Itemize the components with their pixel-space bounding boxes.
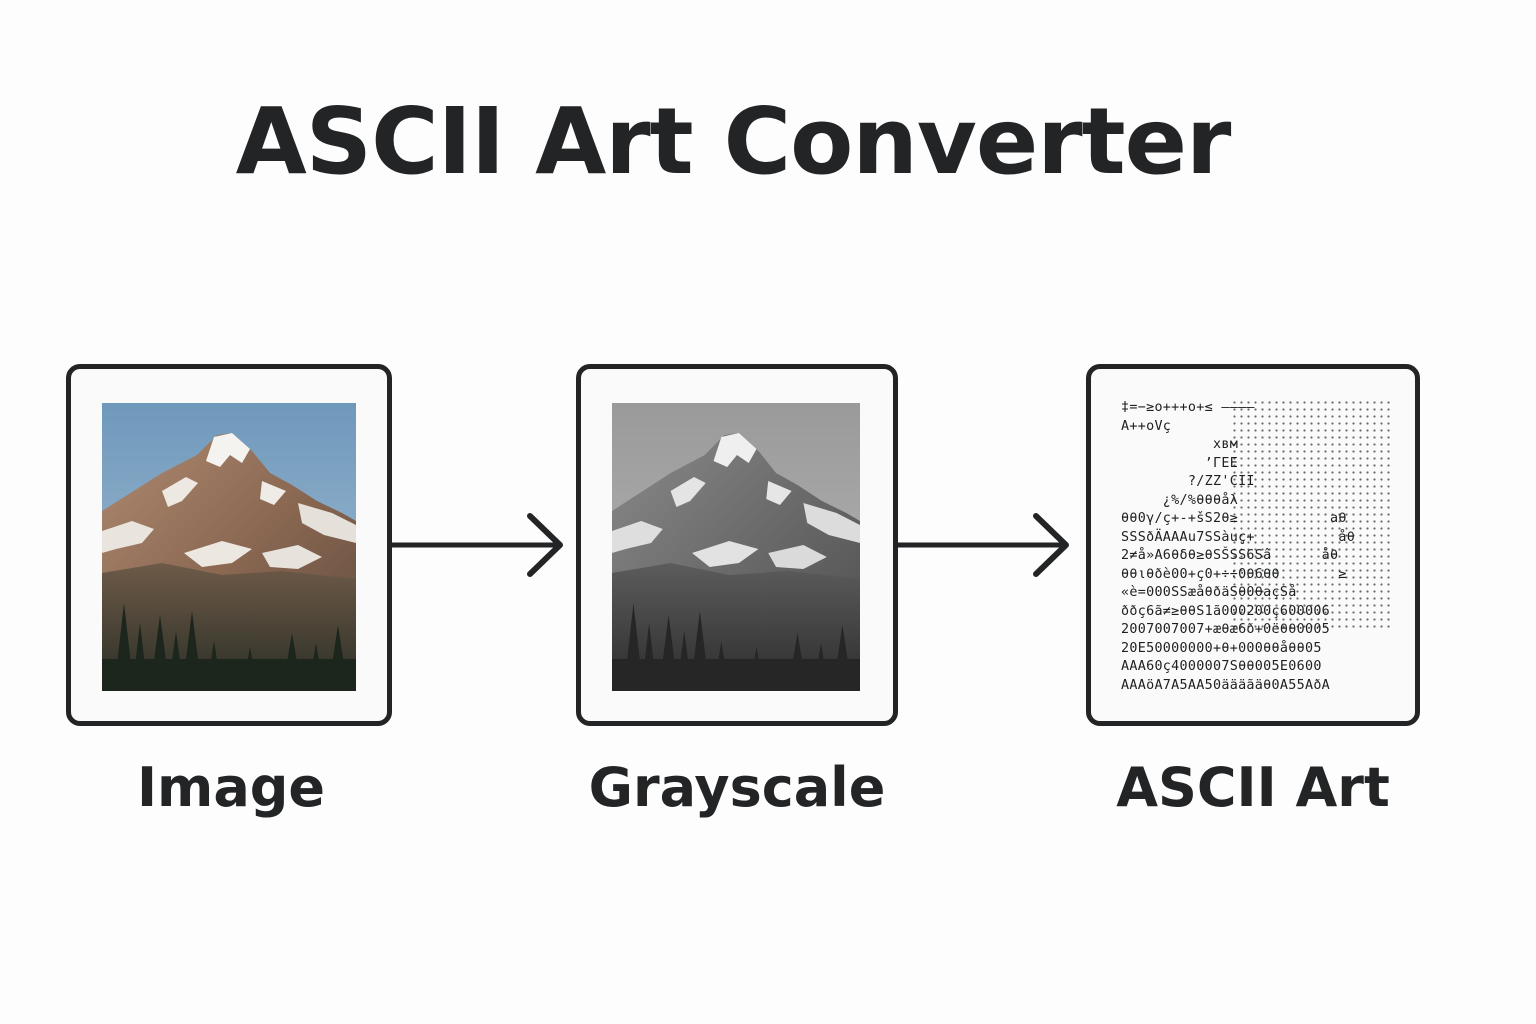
ascii-line: θθιθðè00+ç0+÷÷0θ6θθ ≥ xyxy=(1121,566,1347,582)
ascii-line: SSSðÄAAAu7SSàuç+ åθ xyxy=(1121,529,1356,545)
ascii-line: 2≠å»A6θδθ≥θSŠSS6Sâ åθ xyxy=(1121,548,1339,563)
step-label-grayscale: Grayscale xyxy=(588,756,886,819)
image-panel xyxy=(66,364,392,726)
step-label-image: Image xyxy=(136,756,326,819)
ascii-line: ¿%/%θθθåλ xyxy=(1121,492,1239,508)
ascii-line: ?/ZZ'CII xyxy=(1121,474,1255,489)
ascii-line: ’ГЕЕ xyxy=(1121,455,1239,471)
ascii-art-panel: ‡=−≥o+++o+≤ ———— A++oVç xвм ’ГЕЕ ?/ZZ'CI… xyxy=(1086,364,1420,726)
ascii-line: θθ0γ/ç+-+šS2θ≥ aθ xyxy=(1121,511,1347,526)
ascii-line: ððç6ã≠≥θθS1ã000200ç600006 xyxy=(1121,603,1331,619)
mountain-photo xyxy=(102,403,356,691)
arrow-right-icon xyxy=(896,513,1069,577)
step-label-ascii-art: ASCII Art xyxy=(1116,756,1390,819)
ascii-line: «è=000SSæåθðäSθ0θaçSå xyxy=(1121,585,1297,600)
ascii-line: xвм xyxy=(1121,437,1239,452)
ascii-line: 20E50000000+θ+000θθåθθ05 xyxy=(1121,640,1322,656)
ascii-line: AAA60ç4000007Sθθ005E0600 xyxy=(1121,659,1322,674)
ascii-line: AAAöA7A5AA50äääãäθ0A55AðA xyxy=(1121,677,1331,693)
arrow-right-icon xyxy=(390,513,563,577)
ascii-line: 2007007007+æθæ6ð+0ëθθ0005 xyxy=(1121,622,1331,637)
ascii-line: A++oVç xyxy=(1121,418,1172,434)
page-title: ASCII Art Converter xyxy=(235,88,1232,195)
grayscale-panel xyxy=(576,364,898,726)
grayscale-photo xyxy=(612,403,860,691)
ascii-line: ‡=−≥o+++o+≤ ———— xyxy=(1121,400,1255,415)
ascii-art-text: ‡=−≥o+++o+≤ ———— A++oVç xвм ’ГЕЕ ?/ZZ'CI… xyxy=(1121,399,1393,695)
ascii-dot-texture xyxy=(1231,399,1391,629)
